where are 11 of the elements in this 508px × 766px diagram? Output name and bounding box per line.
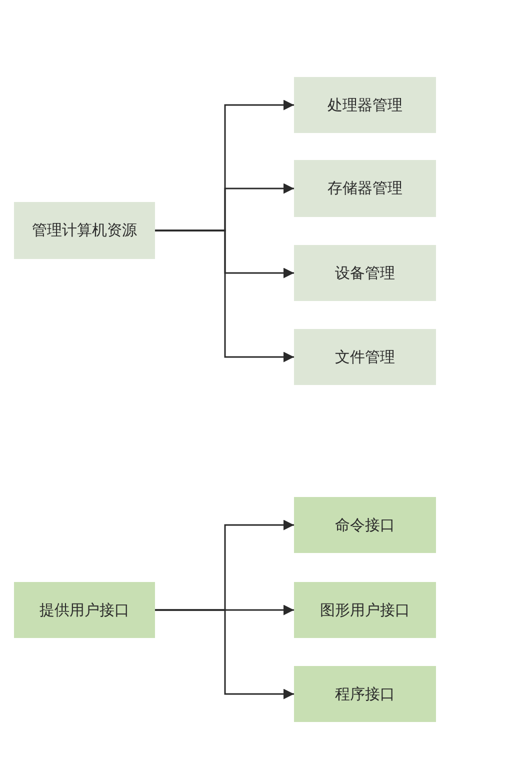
arrow bbox=[155, 609, 294, 700]
process-box: 命令接口 bbox=[294, 497, 436, 553]
process-box: 程序接口 bbox=[294, 666, 436, 722]
process-box: 图形用户接口 bbox=[294, 582, 436, 638]
process-box: 提供用户接口 bbox=[14, 582, 155, 638]
process-box: 管理计算机资源 bbox=[14, 202, 155, 259]
process-box: 设备管理 bbox=[294, 245, 436, 301]
arrow bbox=[155, 230, 294, 362]
process-box: 文件管理 bbox=[294, 329, 436, 385]
process-box: 存储器管理 bbox=[294, 160, 436, 217]
process-box: 处理器管理 bbox=[294, 77, 436, 133]
